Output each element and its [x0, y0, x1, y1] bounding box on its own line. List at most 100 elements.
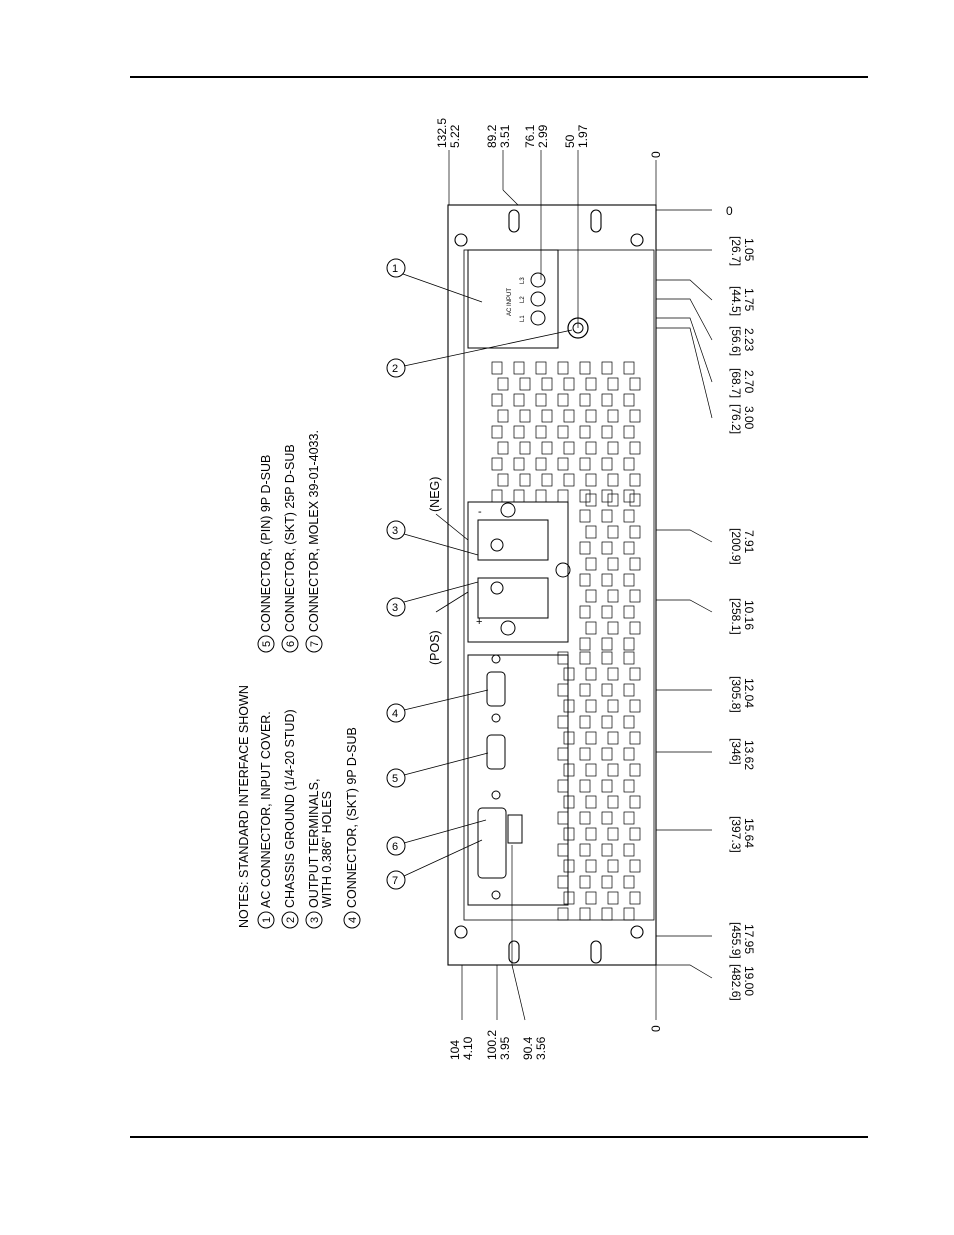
vent-slot	[607, 473, 619, 487]
notes-header: NOTES: STANDARD INTERFACE SHOWN	[237, 685, 251, 928]
callout-1: 1	[386, 258, 483, 303]
vent-slot	[629, 621, 641, 635]
vent-slot	[513, 393, 525, 407]
bottom-dim-3: 90.4 3.56	[521, 1036, 548, 1060]
vent-slot	[601, 683, 613, 697]
right-dim-7: 10.16[258.1]	[656, 598, 756, 635]
vent-slot	[601, 393, 613, 407]
vent-slot	[579, 457, 591, 471]
right-dim-5: 3.00[76.2]	[656, 327, 756, 434]
svg-text:3: 3	[392, 525, 398, 537]
vent-slot	[629, 795, 641, 809]
right-dim-9: 13.62[346]	[656, 738, 756, 770]
vent-slot	[623, 715, 635, 729]
vent-slot	[563, 795, 575, 809]
vent-slot	[557, 811, 569, 825]
vent-slot	[563, 667, 575, 681]
right-dim-mm: [482.6]	[729, 964, 743, 1001]
vent-slot	[585, 377, 597, 391]
vent-slot	[535, 393, 547, 407]
svg-text:2: 2	[392, 363, 398, 375]
vent-slot	[535, 425, 547, 439]
vent-slot	[607, 859, 619, 873]
vent-slot	[623, 457, 635, 471]
vent-slot	[585, 827, 597, 841]
right-dim-12: 19.00[482.6]	[656, 964, 756, 1001]
vent-slot	[491, 361, 503, 375]
vent-slot	[579, 651, 591, 665]
vent-slot	[579, 573, 591, 587]
vent-slot	[623, 779, 635, 793]
vent-slot	[629, 377, 641, 391]
connectors	[467, 654, 569, 906]
right-dim-8: 12.04[305.8]	[656, 676, 756, 713]
svg-text:5.22: 5.22	[448, 124, 462, 148]
right-dim-in: 10.16	[742, 600, 756, 630]
vent-slot	[585, 525, 597, 539]
vent-slot	[623, 573, 635, 587]
vent-slot	[607, 667, 619, 681]
note-text-7: CONNECTOR, MOLEX 39-01-4033.	[307, 430, 321, 632]
vent-slot	[629, 667, 641, 681]
note-num-4: 4	[347, 917, 359, 923]
right-dim-in: 17.95	[742, 924, 756, 954]
vent-slot	[519, 409, 531, 423]
vent-slot	[563, 891, 575, 905]
vent-slot	[623, 541, 635, 555]
vent-slot	[607, 621, 619, 635]
vent-slot	[601, 541, 613, 555]
vent-slot	[579, 509, 591, 523]
bottom-dimensions	[461, 845, 657, 1021]
vent-slot	[585, 795, 597, 809]
vent-slot	[607, 589, 619, 603]
vent-slot	[601, 573, 613, 587]
right-dim-mm: [44.5]	[729, 286, 743, 316]
vent-slot	[557, 747, 569, 761]
svg-text:3.56: 3.56	[534, 1036, 548, 1060]
vent-slot	[557, 489, 569, 503]
svg-text:2.99: 2.99	[536, 124, 550, 148]
vent-slot	[585, 699, 597, 713]
vent-slot	[623, 605, 635, 619]
note-text-2: CHASSIS GROUND (1/4-20 STUD)	[283, 709, 297, 908]
right-dim-in: 13.62	[742, 740, 756, 770]
vent-slot	[557, 715, 569, 729]
ac-input-label: AC INPUT	[507, 288, 513, 316]
note-num-3: 3	[309, 917, 321, 923]
vent-slot	[585, 473, 597, 487]
vent-slot	[607, 409, 619, 423]
vent-grid	[491, 361, 641, 921]
vent-slot	[497, 473, 509, 487]
vent-slot	[585, 859, 597, 873]
note-item-4: 4 CONNECTOR, (SKT) 9P D-SUB	[343, 727, 361, 929]
right-dim-10: 15.64[397.3]	[656, 816, 756, 853]
note-item-5: 5 CONNECTOR, (PIN) 9P D-SUB	[257, 455, 275, 653]
vent-slot	[579, 637, 591, 651]
svg-text:6: 6	[392, 841, 398, 853]
right-dim-mm: [56.6]	[729, 326, 743, 356]
note-num-6: 6	[285, 641, 297, 647]
l2-label: L2	[520, 296, 526, 303]
right-dim-mm: [258.1]	[729, 598, 743, 635]
vent-slot	[579, 907, 591, 921]
vent-slot	[629, 473, 641, 487]
vent-slot	[563, 441, 575, 455]
vent-slot	[513, 361, 525, 375]
vent-slot	[585, 891, 597, 905]
right-dim-6: 7.91[200.9]	[656, 528, 756, 565]
callouts: 1 2 3 3 4 5 6	[386, 258, 573, 890]
svg-text:104: 104	[448, 1040, 462, 1060]
vent-slot	[557, 843, 569, 857]
vent-slot	[491, 489, 503, 503]
svg-text:3.51: 3.51	[498, 124, 512, 148]
l1-label: L1	[520, 315, 526, 322]
vent-slot	[629, 493, 641, 507]
right-dim-leader	[656, 298, 713, 341]
vent-slot	[607, 891, 619, 905]
vent-slot	[601, 779, 613, 793]
vent-slot	[579, 361, 591, 375]
svg-text:1.97: 1.97	[576, 124, 590, 148]
vent-slot	[629, 525, 641, 539]
vent-slot	[623, 425, 635, 439]
vent-slot	[601, 605, 613, 619]
